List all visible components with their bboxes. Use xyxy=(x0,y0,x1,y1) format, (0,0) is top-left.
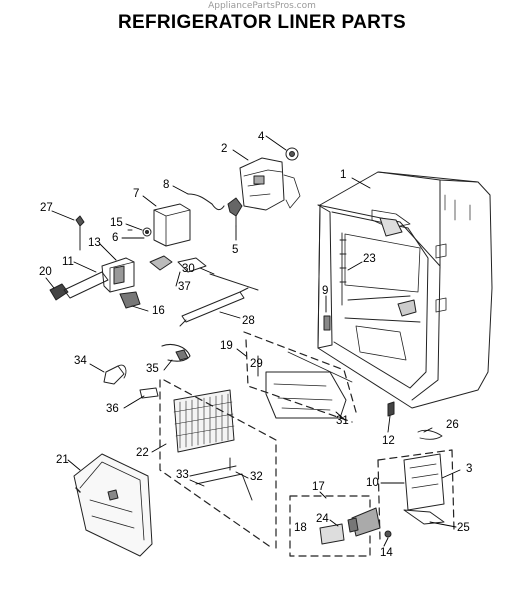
callout-leader-lines xyxy=(45,135,461,547)
callout-26: 26 xyxy=(446,419,459,431)
callout-23: 23 xyxy=(363,253,376,265)
callout-6: 6 xyxy=(112,232,118,244)
callout-21: 21 xyxy=(56,454,69,466)
callout-22: 22 xyxy=(136,447,149,459)
callout-5: 5 xyxy=(232,244,238,256)
callout-37: 37 xyxy=(178,281,191,293)
callout-28: 28 xyxy=(242,315,255,327)
callout-16: 16 xyxy=(152,305,165,317)
callout-33: 33 xyxy=(176,469,189,481)
callout-20: 20 xyxy=(39,266,52,278)
callout-29: 29 xyxy=(250,358,263,370)
callout-27: 27 xyxy=(40,202,53,214)
callout-8: 8 xyxy=(163,179,169,191)
callout-30: 30 xyxy=(182,263,195,275)
callout-17: 17 xyxy=(312,481,325,493)
callout-12: 12 xyxy=(382,435,395,447)
control-housing-part xyxy=(227,147,301,227)
callout-24: 24 xyxy=(316,513,329,525)
liner-box-part xyxy=(317,171,493,409)
harness-parts xyxy=(103,343,191,399)
callout-9: 9 xyxy=(322,285,328,297)
evaporator-parts xyxy=(173,389,253,501)
dashed-assembly-boxes xyxy=(159,331,455,557)
callout-14: 14 xyxy=(380,547,393,559)
callout-15: 15 xyxy=(110,217,123,229)
tube-and-rod-parts xyxy=(179,273,259,327)
callout-1: 1 xyxy=(340,169,346,181)
small-clip-parts xyxy=(387,401,443,440)
drawer-part xyxy=(265,351,353,419)
callout-labels: 1 2 3 4 5 6 7 8 9 10 11 12 13 14 15 16 1… xyxy=(39,131,472,559)
callout-11: 11 xyxy=(62,256,74,268)
diagram-title: REFRIGERATOR LINER PARTS xyxy=(118,12,406,33)
callout-35: 35 xyxy=(146,363,159,375)
callout-4: 4 xyxy=(258,131,265,143)
callout-18: 18 xyxy=(294,522,307,534)
callout-34: 34 xyxy=(74,355,87,367)
callout-19: 19 xyxy=(220,340,233,352)
callout-32: 32 xyxy=(250,471,263,483)
callout-13: 13 xyxy=(88,237,101,249)
callout-25: 25 xyxy=(457,522,470,534)
damper-assembly-parts xyxy=(49,215,207,309)
upper-left-parts xyxy=(127,193,225,271)
bracket-parts xyxy=(319,453,445,545)
callout-7: 7 xyxy=(133,188,139,200)
callout-10: 10 xyxy=(366,477,379,489)
callout-2: 2 xyxy=(221,143,227,155)
callout-36: 36 xyxy=(106,403,119,415)
callout-31: 31 xyxy=(336,415,349,427)
site-watermark: AppliancePartsPros.com xyxy=(208,1,316,11)
callout-3: 3 xyxy=(466,463,472,475)
side-cover-part xyxy=(73,453,153,557)
